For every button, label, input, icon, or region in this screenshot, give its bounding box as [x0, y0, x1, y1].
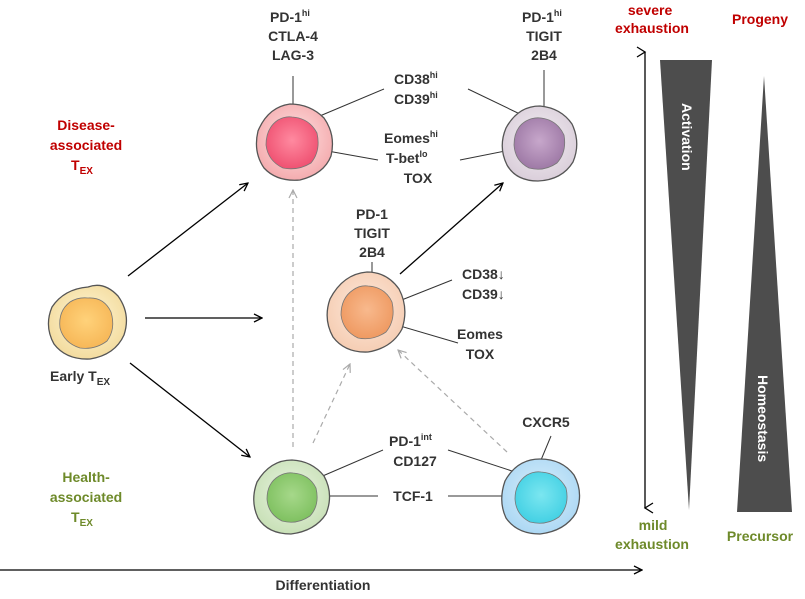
homeostasis-triangle [737, 76, 792, 512]
marker-cd127: CD127 [393, 453, 437, 469]
marker-tigit: TIGIT [526, 28, 562, 44]
marker-2b4: 2B4 [359, 244, 385, 260]
severe-exhaustion-label: severe exhaustion [615, 2, 689, 36]
marker-cd38-hi: CD38hi [394, 70, 438, 87]
cell-early-tex [47, 284, 128, 360]
marker-eomes: Eomes [457, 326, 503, 342]
arrow-middle-to-disease-right [399, 183, 503, 275]
cell-health-right [501, 458, 581, 535]
marker-cd39-hi: CD39hi [394, 90, 438, 107]
disease-associated-label: Disease- associated TEX [50, 117, 126, 177]
arrow-early-to-disease [127, 183, 248, 277]
marker-2b4: 2B4 [531, 47, 557, 63]
cell-health-left [253, 459, 331, 535]
marker-pd1-int: PD-1int [389, 432, 432, 449]
activation-triangle [660, 60, 712, 510]
marker-group-health: PD-1int CD127 TCF-1 CXCR5 [389, 414, 570, 504]
marker-ctla4: CTLA-4 [268, 28, 318, 44]
cell-middle [326, 271, 406, 353]
marker-pd1: PD-1 [356, 206, 388, 222]
marker-eomes-hi: Eomeshi [384, 129, 438, 146]
marker-cxcr5: CXCR5 [522, 414, 570, 430]
callout-line [447, 449, 516, 473]
marker-tcf1: TCF-1 [393, 488, 433, 504]
marker-tox: TOX [404, 170, 433, 186]
activation-label: Activation [679, 103, 695, 171]
dashed-arrow-health-to-middle [312, 364, 350, 444]
marker-group-disease-right: PD-1hi TIGIT 2B4 [522, 8, 562, 63]
callout-line [317, 449, 384, 479]
mild-exhaustion-label: mild exhaustion [615, 517, 689, 552]
callout-line [467, 88, 523, 116]
marker-group-shared-top: CD38hi CD39hi Eomeshi T-betlo TOX [384, 70, 438, 186]
early-tex-label: Early TEX [50, 368, 110, 388]
callout-line [540, 435, 552, 461]
marker-pd1-hi: PD-1hi [270, 8, 310, 25]
marker-cd39-down: CD39↓ [462, 286, 505, 302]
marker-pd1-hi: PD-1hi [522, 8, 562, 25]
cell-disease-right [501, 105, 578, 182]
precursor-label: Precursor [727, 528, 794, 544]
differentiation-label: Differentiation [276, 577, 371, 593]
progeny-label: Progeny [732, 11, 788, 27]
marker-lag3: LAG-3 [272, 47, 314, 63]
arrow-early-to-health [129, 362, 250, 457]
marker-group-disease-left: PD-1hi CTLA-4 LAG-3 [268, 8, 318, 63]
homeostasis-label: Homeostasis [755, 375, 771, 462]
marker-tigit: TIGIT [354, 225, 390, 241]
health-associated-label: Health- associated TEX [50, 469, 126, 529]
callout-line [314, 88, 385, 119]
dashed-arrow-cxcr5-to-middle [398, 350, 508, 453]
marker-cd38-down: CD38↓ [462, 266, 505, 282]
marker-group-middle: PD-1 TIGIT 2B4 CD38↓ CD39↓ Eomes TOX [354, 206, 505, 362]
marker-tox: TOX [466, 346, 495, 362]
cell-disease-left [255, 103, 334, 181]
marker-tbet-lo: T-betlo [386, 149, 428, 166]
